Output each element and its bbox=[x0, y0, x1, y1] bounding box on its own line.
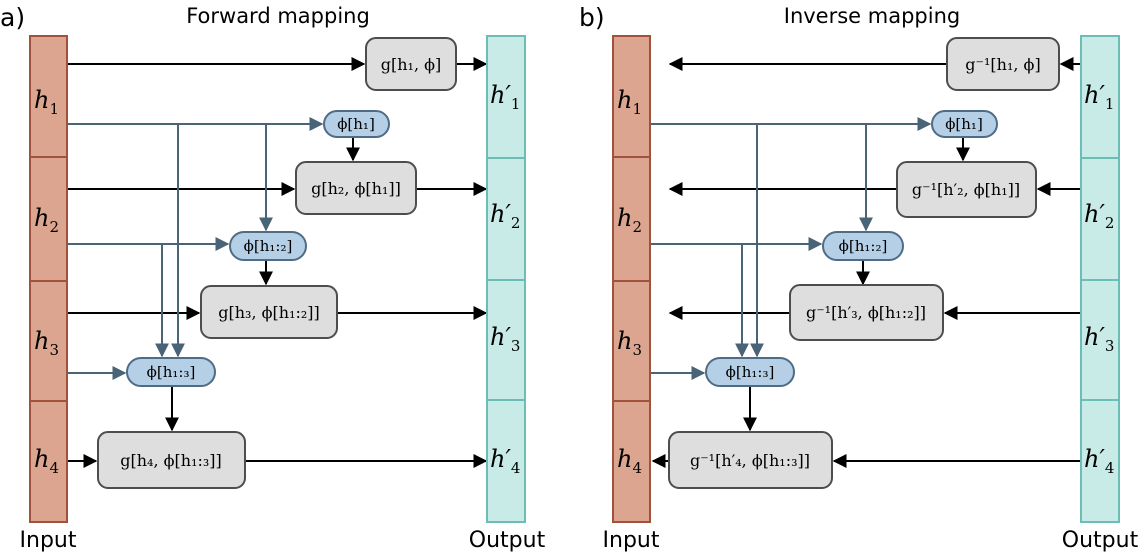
input-cell-h4 bbox=[29, 400, 68, 523]
input-label-h4-inv: h4 bbox=[617, 445, 642, 477]
ginv-box-1-label: g⁻¹[h₁, ϕ] bbox=[965, 55, 1040, 74]
wires-inverse bbox=[645, 57, 1080, 468]
g-box-3-label: g[h₃, ϕ[h₁:₂]] bbox=[218, 303, 320, 322]
input-cell-h2-inv bbox=[612, 156, 651, 282]
input-label-h1-inv: h1 bbox=[617, 86, 642, 118]
input-label-h1: h1 bbox=[34, 86, 59, 118]
panel-label-a: a) bbox=[0, 3, 25, 32]
output-cell-h4p-inv bbox=[1080, 399, 1120, 523]
output-caption-a: Output bbox=[469, 528, 546, 553]
phi-box-12: ϕ[h₁:₂] bbox=[229, 231, 307, 261]
phi-box-1-inv-label: ϕ[h₁] bbox=[945, 115, 983, 133]
phi-box-13: ϕ[h₁:₃] bbox=[126, 357, 216, 387]
output-cell-h1p-inv bbox=[1080, 35, 1120, 159]
input-caption-a: Input bbox=[20, 528, 77, 553]
g-box-4-label: g[h₄, ϕ[h₁:₃]] bbox=[120, 451, 222, 470]
phi-box-13-label: ϕ[h₁:₃] bbox=[147, 363, 196, 381]
panel-label-b: b) bbox=[579, 3, 605, 32]
g-box-1-label: g[h₁, ϕ] bbox=[381, 55, 442, 74]
g-box-3: g[h₃, ϕ[h₁:₂]] bbox=[200, 285, 338, 339]
output-cell-h2p bbox=[486, 157, 526, 281]
input-label-h4: h4 bbox=[34, 445, 59, 477]
ginv-box-2: g⁻¹[h′₂, ϕ[h₁]] bbox=[896, 161, 1037, 218]
g-box-1: g[h₁, ϕ] bbox=[365, 37, 457, 91]
output-label-h1p: h′1 bbox=[490, 81, 520, 113]
g-box-4: g[h₄, ϕ[h₁:₃]] bbox=[97, 431, 246, 489]
input-bar-a: h1 h2 h3 h4 bbox=[29, 35, 68, 523]
output-label-h1p-inv: h′1 bbox=[1084, 81, 1114, 113]
output-cell-h4p bbox=[486, 399, 526, 523]
input-label-h3-inv: h3 bbox=[617, 327, 642, 359]
output-bar-b: h′1 h′2 h′3 h′4 bbox=[1080, 35, 1120, 523]
output-bar-a: h′1 h′2 h′3 h′4 bbox=[486, 35, 526, 523]
input-label-h2: h2 bbox=[34, 204, 59, 236]
ginv-box-1: g⁻¹[h₁, ϕ] bbox=[946, 37, 1060, 91]
ginv-box-2-label: g⁻¹[h′₂, ϕ[h₁]] bbox=[912, 180, 1020, 199]
input-cell-h4-inv bbox=[612, 400, 651, 523]
input-cell-h1-inv bbox=[612, 35, 651, 158]
output-label-h4p-inv: h′4 bbox=[1084, 445, 1114, 477]
ginv-box-3-label: g⁻¹[h′₃, ϕ[h₁:₂]] bbox=[806, 303, 926, 322]
input-label-h3: h3 bbox=[34, 327, 59, 359]
output-label-h2p-inv: h′2 bbox=[1084, 200, 1114, 232]
phi-box-12-label: ϕ[h₁:₂] bbox=[244, 237, 293, 255]
phi-box-1-label: ϕ[h₁] bbox=[337, 115, 375, 133]
ginv-box-4-label: g⁻¹[h′₄, ϕ[h₁:₃]] bbox=[690, 451, 810, 470]
panel-inverse-mapping: b) Inverse mapping bbox=[579, 3, 1139, 553]
output-label-h2p: h′2 bbox=[490, 200, 520, 232]
output-caption-b: Output bbox=[1062, 528, 1139, 553]
ginv-box-4: g⁻¹[h′₄, ϕ[h₁:₃]] bbox=[668, 431, 833, 489]
phi-box-12-inv-label: ϕ[h₁:₂] bbox=[839, 237, 888, 255]
g-box-2: g[h₂, ϕ[h₁]] bbox=[295, 161, 417, 215]
panel-title-a: Forward mapping bbox=[186, 4, 370, 28]
input-caption-b: Input bbox=[603, 528, 660, 553]
phi-box-1-inv: ϕ[h₁] bbox=[931, 110, 998, 138]
output-cell-h3p-inv bbox=[1080, 279, 1120, 401]
input-label-h2-inv: h2 bbox=[617, 204, 642, 236]
ginv-box-3: g⁻¹[h′₃, ϕ[h₁:₂]] bbox=[789, 284, 944, 341]
output-label-h3p-inv: h′3 bbox=[1084, 323, 1114, 355]
output-cell-h3p bbox=[486, 279, 526, 401]
phi-box-1: ϕ[h₁] bbox=[323, 110, 390, 138]
output-label-h3p: h′3 bbox=[490, 323, 520, 355]
phi-box-12-inv: ϕ[h₁:₂] bbox=[822, 231, 904, 261]
input-cell-h3-inv bbox=[612, 280, 651, 402]
wires-forward bbox=[67, 57, 488, 468]
panel-title-b: Inverse mapping bbox=[784, 4, 960, 28]
phi-box-13-inv-label: ϕ[h₁:₃] bbox=[726, 363, 775, 381]
input-cell-h3 bbox=[29, 280, 68, 402]
input-cell-h2 bbox=[29, 156, 68, 282]
g-box-2-label: g[h₂, ϕ[h₁]] bbox=[311, 179, 401, 198]
panel-forward-mapping: a) Forward mapping bbox=[0, 3, 546, 553]
phi-box-13-inv: ϕ[h₁:₃] bbox=[705, 357, 795, 387]
input-bar-b: h1 h2 h3 h4 bbox=[612, 35, 651, 523]
output-label-h4p: h′4 bbox=[490, 445, 520, 477]
